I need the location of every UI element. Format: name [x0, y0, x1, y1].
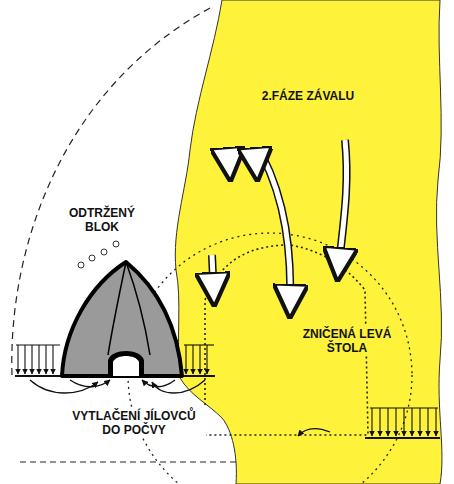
debris: [78, 262, 84, 268]
collapse-arrow: [228, 150, 230, 175]
collapse-arrow: [262, 155, 290, 312]
dashed-outline: [12, 8, 210, 375]
load-arrow: [419, 408, 420, 436]
tunnel-opening: [113, 356, 139, 376]
debris: [101, 249, 107, 255]
load-arrow: [379, 408, 380, 436]
load-arrow: [371, 408, 372, 436]
load-arrow: [45, 345, 46, 374]
load-arrow: [52, 345, 53, 374]
debris: [89, 255, 95, 261]
squeeze-arrow: [70, 380, 110, 387]
squeeze-arrow: [142, 380, 175, 387]
load-arrow: [17, 345, 18, 374]
collapse-arrow: [255, 150, 257, 175]
tunnel-opening: [108, 351, 144, 376]
debris: [113, 241, 119, 247]
load-arrow: [185, 345, 186, 374]
block-crack: [126, 262, 150, 355]
detached-block: [62, 262, 182, 376]
load-line: [16, 344, 60, 345]
collapse-arrow: [255, 150, 257, 175]
load-line: [184, 344, 214, 345]
phase-label: 2.FÁZE ZÁVALU: [246, 88, 370, 104]
load-arrow: [199, 345, 200, 374]
load-arrow: [38, 345, 39, 374]
rock-mass: [175, 0, 442, 484]
load-arrow: [395, 408, 396, 436]
collapse-arrow: [338, 140, 347, 275]
block-crack: [108, 262, 126, 355]
load-arrow: [427, 408, 428, 436]
load-arrow: [387, 408, 388, 436]
block-label: ODTRŽENÝ BLOK: [60, 205, 144, 235]
load-arrow: [24, 345, 25, 374]
collapse-arrow: [338, 140, 347, 275]
load-arrow: [435, 408, 436, 436]
collapse-arrow: [212, 255, 214, 300]
dashed-floor: [20, 462, 238, 463]
squeeze-label: VYTLAČENÍ JÍLOVCŮ DO POČVY: [62, 408, 206, 438]
load-arrow: [206, 345, 207, 374]
load-line: [370, 407, 438, 408]
base-line: [365, 437, 440, 439]
collapse-arrow: [212, 255, 214, 300]
collapse-arrow: [262, 155, 290, 312]
collapse-arrow: [228, 150, 230, 175]
load-arrow: [31, 345, 32, 374]
load-arrow: [411, 408, 412, 436]
load-arrow: [192, 345, 193, 374]
tunnel-label: ZNIČENÁ LEVÁ ŠTOLA: [295, 326, 399, 356]
load-arrow: [403, 408, 404, 436]
squeeze-arrow: [298, 429, 330, 436]
